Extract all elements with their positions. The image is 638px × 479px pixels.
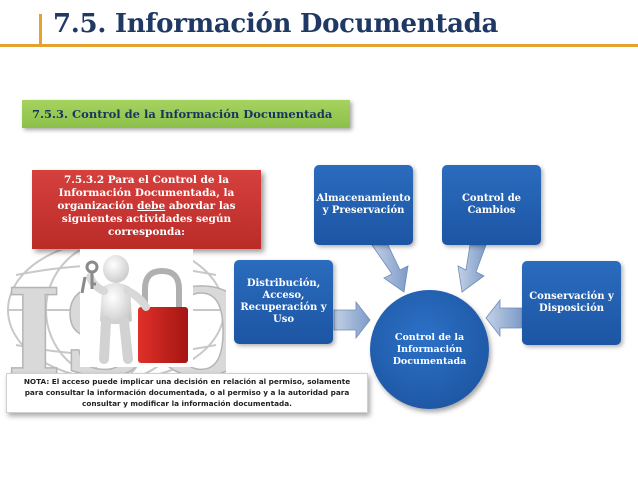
activity-conservacion-line-2: Disposición: [538, 303, 605, 314]
activity-almacenamiento-line-1: Almacenamiento: [316, 193, 411, 204]
center-node-line-2: Información: [396, 343, 463, 355]
intro-line-5: corresponda:: [107, 226, 186, 238]
activity-distribucion-line-2: Acceso,: [262, 290, 305, 301]
arrow-control-cambios: [457, 244, 487, 293]
activity-control-cambios: Control de Cambios: [442, 165, 541, 245]
arrow-almacenamiento: [371, 244, 409, 293]
intro-callout: 7.5.3.2 Para el Control de la Informació…: [32, 170, 261, 249]
intro-line-4: siguientes actividades según: [61, 213, 232, 225]
subtitle-text: 7.5.3. Control de la Información Documen…: [32, 107, 333, 121]
note-line-1: NOTA: El acceso puede implicar una decis…: [23, 377, 351, 386]
intro-line-1: 7.5.3.2 Para el Control de la: [63, 174, 230, 186]
note-box: NOTA: El acceso puede implicar una decis…: [6, 373, 368, 413]
center-node-line-1: Control de la: [394, 331, 465, 343]
page-title: 7.5. Información Documentada: [53, 9, 499, 39]
title-bar: [0, 0, 638, 47]
intro-line-3: organización debe abordar las: [32, 200, 261, 213]
intro-line-3-end: abordar las: [165, 200, 236, 212]
note-line-3: consultar y modificar la información doc…: [82, 399, 292, 408]
note-line-2: para consultar la información documentad…: [24, 388, 350, 397]
center-node: Control de la Información Documentada: [370, 290, 489, 409]
activity-conservacion: Conservación y Disposición: [522, 261, 621, 345]
title-accent-line: [39, 14, 42, 44]
activity-control-cambios-line-2: Cambios: [467, 205, 516, 216]
activity-distribucion-line-1: Distribución,: [246, 278, 321, 289]
arrow-conservacion: [485, 298, 523, 338]
intro-line-2: Información Documentada, la: [58, 187, 235, 199]
activity-distribucion-line-4: Uso: [272, 314, 295, 325]
activity-distribucion-line-3: Recuperación y: [240, 302, 327, 313]
subtitle-banner: 7.5.3. Control de la Información Documen…: [22, 100, 350, 128]
activity-almacenamiento-line-2: y Preservación: [322, 205, 405, 216]
intro-line-3-start: organización: [57, 200, 138, 212]
activity-control-cambios-line-1: Control de: [461, 193, 522, 204]
arrow-distribucion: [333, 300, 371, 340]
person-with-keys-and-padlock-image: [80, 249, 193, 367]
center-node-line-3: Documentada: [392, 355, 467, 367]
intro-underlined-word: debe: [137, 200, 166, 212]
activity-almacenamiento: Almacenamiento y Preservación: [314, 165, 413, 245]
activity-conservacion-line-1: Conservación y: [529, 291, 614, 302]
activity-distribucion: Distribución, Acceso, Recuperación y Uso: [234, 260, 333, 344]
